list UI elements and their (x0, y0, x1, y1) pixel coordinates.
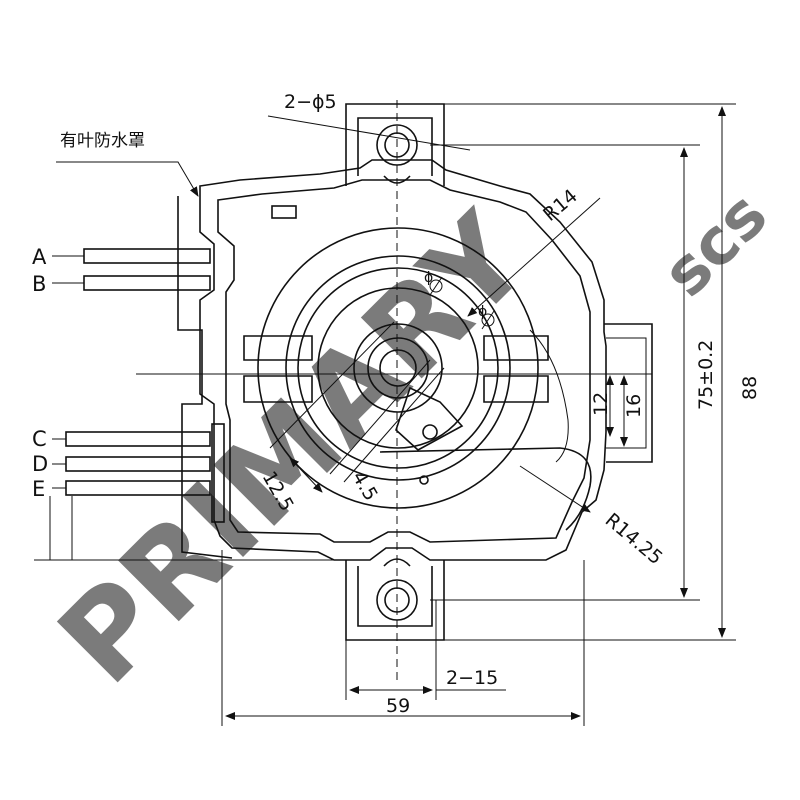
housing-outline (177, 159, 653, 561)
dim-88-text: 88 (739, 376, 761, 400)
dimension-75: 75±0.2 (430, 144, 717, 601)
cover-note: 有叶防水罩 (56, 131, 199, 197)
dim-75-text: 75±0.2 (695, 340, 717, 410)
wire-b (83, 275, 211, 291)
wire-bundle: A B C D E (32, 245, 211, 560)
watermark: PRIMARY scs (32, 178, 782, 710)
dim-12-text: 12 (590, 392, 612, 416)
r1425-text: R14.25 (601, 509, 667, 569)
dimension-2-15: 2−15 (345, 600, 506, 700)
bottom-mounting-ear (345, 558, 445, 641)
wire-label-d: D (32, 452, 48, 476)
dimension-59: 59 (221, 550, 585, 726)
dim-16-text: 16 (623, 394, 645, 418)
hole-spec-text: 2−ϕ5 (284, 91, 337, 113)
r1425-callout: R14.25 (519, 465, 667, 569)
wire-c (65, 431, 211, 447)
center-lines (34, 100, 652, 680)
central-mechanism (243, 227, 549, 509)
dimension-88: 88 (444, 103, 761, 641)
wire-label-a: A (32, 245, 47, 269)
wire-label-b: B (32, 272, 46, 296)
wire-label-c: C (32, 427, 47, 451)
diameter-mark-1: ϕ (424, 270, 433, 286)
watermark-sub: scs (649, 178, 782, 311)
dimension-12-16: 12 16 (590, 375, 645, 447)
dim-59-text: 59 (386, 695, 410, 717)
diameter-mark-2: ϕ (478, 304, 487, 320)
cover-note-text: 有叶防水罩 (60, 131, 145, 151)
wire-label-e: E (32, 477, 45, 501)
wire-a (83, 248, 211, 264)
top-mounting-ear (345, 103, 445, 186)
hole-spec-callout: 2−ϕ5 (267, 91, 471, 151)
dim-2-15-text: 2−15 (446, 667, 498, 689)
